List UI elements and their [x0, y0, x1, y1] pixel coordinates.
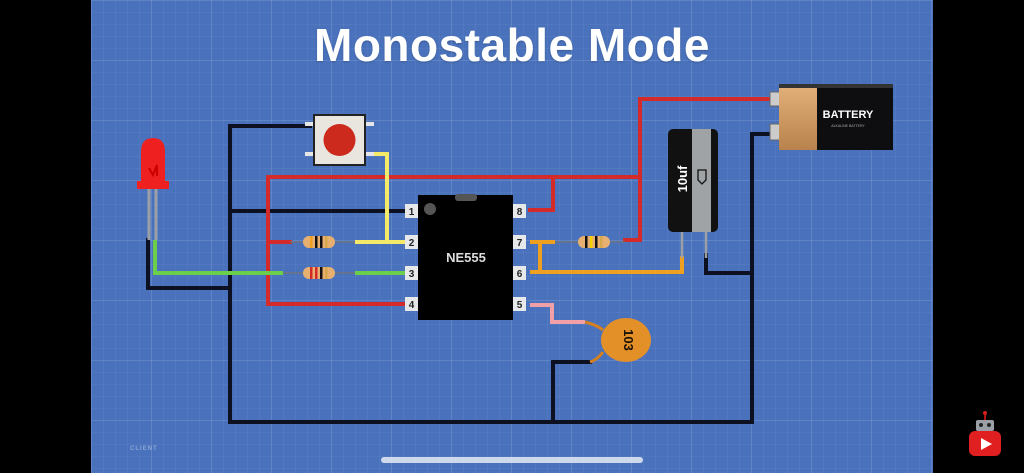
- resistor-band: [590, 236, 593, 248]
- wire-battery-positive: [623, 97, 774, 242]
- push-button[interactable]: [305, 114, 374, 166]
- resistor-band: [600, 236, 603, 248]
- battery-label: BATTERY: [823, 109, 874, 121]
- capacitor-label: 10uf: [675, 165, 690, 192]
- home-indicator-bar[interactable]: [381, 457, 643, 463]
- pin-label: 6: [517, 269, 523, 280]
- wire-button-to-ground: [228, 124, 774, 424]
- push-button-cap[interactable]: [323, 124, 356, 156]
- resistor-band: [310, 236, 313, 248]
- resistor-band: [320, 267, 323, 279]
- wire-pin5-control: [530, 303, 585, 324]
- led-rim: [137, 181, 169, 189]
- wire-output-led: [153, 240, 283, 275]
- pin-label: 4: [409, 300, 415, 311]
- led-dome: [141, 138, 165, 182]
- resistor-band: [310, 267, 313, 279]
- ceramic-capacitor-label: 103: [621, 329, 636, 351]
- resistor-band: [325, 236, 328, 248]
- ceramic-capacitor: 103: [584, 318, 651, 364]
- resistor-pin3: [303, 267, 335, 279]
- ic-pin-4: 4: [405, 297, 418, 311]
- ne555-chip: NE555: [418, 194, 513, 320]
- wire-pin6-to-cap: [530, 256, 684, 274]
- pin-label: 3: [409, 269, 415, 280]
- ic-pin-3: 3: [405, 266, 418, 280]
- electrolytic-capacitor: 10uf: [668, 129, 718, 258]
- ic-pin-2: 2: [405, 235, 418, 249]
- resistor-band: [585, 236, 588, 248]
- page-title: Monostable Mode: [314, 19, 710, 71]
- wire-trigger: [373, 152, 405, 244]
- channel-logo-icon[interactable]: [965, 410, 1009, 460]
- wire-capacitor-ground: [704, 253, 754, 275]
- ic-pin-8: 8: [513, 204, 526, 218]
- resistors: [303, 236, 610, 279]
- resistor-band: [315, 267, 318, 279]
- resistor-pin7: [578, 236, 610, 248]
- ic-pin-1: 1: [405, 204, 418, 218]
- wire-pin8: [528, 175, 555, 212]
- push-button-body: [313, 114, 366, 166]
- resistor-band: [325, 267, 328, 279]
- wire-ceramic-ground: [551, 360, 592, 424]
- battery-sublabel: ALKALINE BATTERY: [831, 124, 865, 128]
- resistor-band: [595, 236, 598, 248]
- pin-label: 5: [517, 300, 523, 311]
- wire-led-cathode: [146, 238, 232, 290]
- battery: BATTERY ALKALINE BATTERY: [769, 84, 893, 150]
- vcc-wires: [266, 97, 774, 306]
- client-watermark: CLIENT: [130, 446, 158, 452]
- pin-label: 1: [409, 207, 415, 218]
- threshold-wires: [530, 240, 684, 274]
- pin-label: 7: [517, 238, 523, 249]
- ic-label: NE555: [446, 250, 486, 265]
- pin-label: 2: [409, 238, 415, 249]
- ic-pins: 1 2 3 4 8 7 6 5: [405, 204, 526, 311]
- resistor-band: [320, 236, 323, 248]
- ic-pin-5: 5: [513, 297, 526, 311]
- ic-pin-6: 6: [513, 266, 526, 280]
- ground-wires: [146, 124, 774, 424]
- led[interactable]: [137, 138, 169, 240]
- ic-pin-7: 7: [513, 235, 526, 249]
- pin-label: 8: [517, 207, 523, 218]
- resistor-band: [315, 236, 318, 248]
- resistor-pin2: [303, 236, 335, 248]
